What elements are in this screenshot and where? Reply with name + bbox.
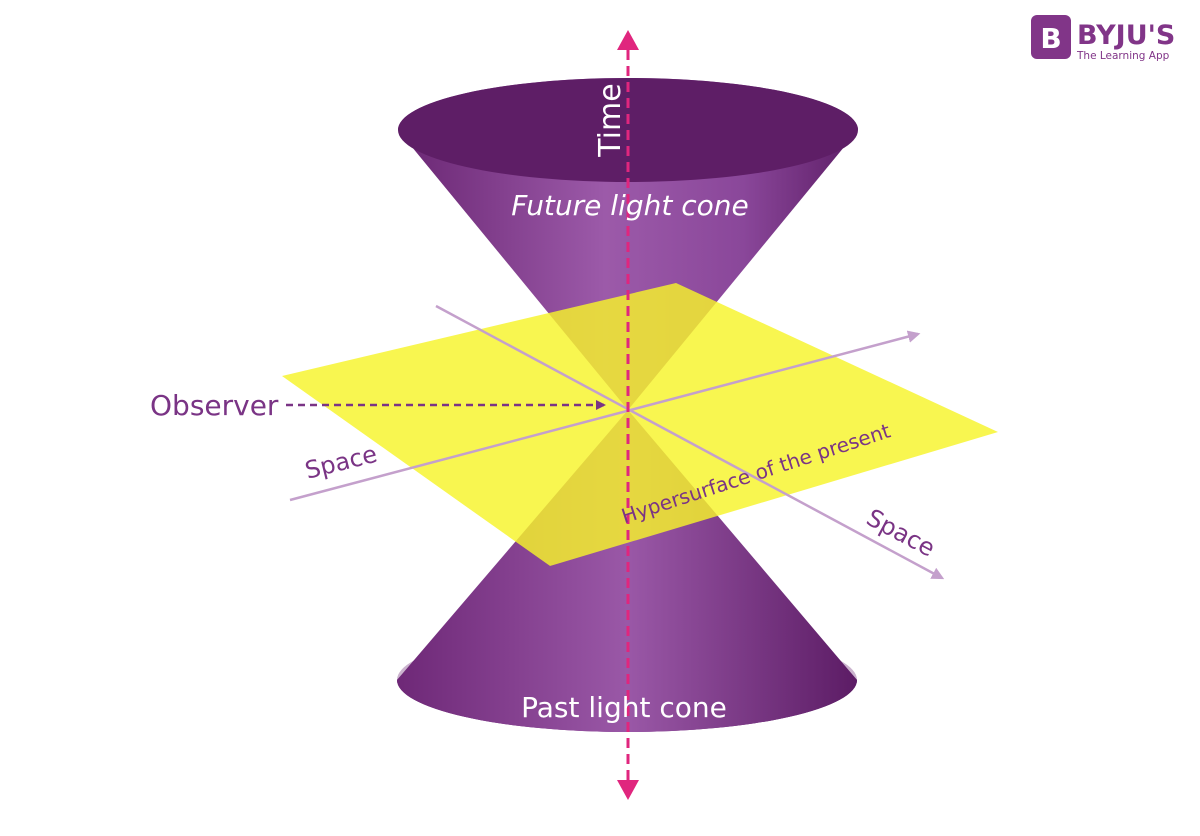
observer-label: Observer: [150, 389, 279, 422]
time-axis-label: Time: [593, 83, 628, 157]
hypersurface-plane: [282, 283, 998, 566]
space-axis-1: [289, 330, 921, 502]
space-label-left: Space: [302, 440, 380, 485]
space-axis-2: [435, 304, 945, 580]
space-label-right: Space: [862, 503, 940, 562]
future-cone-label: Future light cone: [511, 189, 749, 222]
past-cone-label: Past light cone: [521, 691, 727, 724]
brand-logo-letter: B: [1040, 22, 1061, 55]
brand-logo: B BYJU'S The Learning App: [1031, 15, 1175, 62]
brand-tagline: The Learning App: [1076, 50, 1170, 62]
time-axis-arrow-up: [617, 30, 639, 50]
brand-logo-badge: [1031, 15, 1071, 59]
brand-name: BYJU'S: [1077, 20, 1175, 51]
time-axis-arrow-down: [617, 780, 639, 800]
